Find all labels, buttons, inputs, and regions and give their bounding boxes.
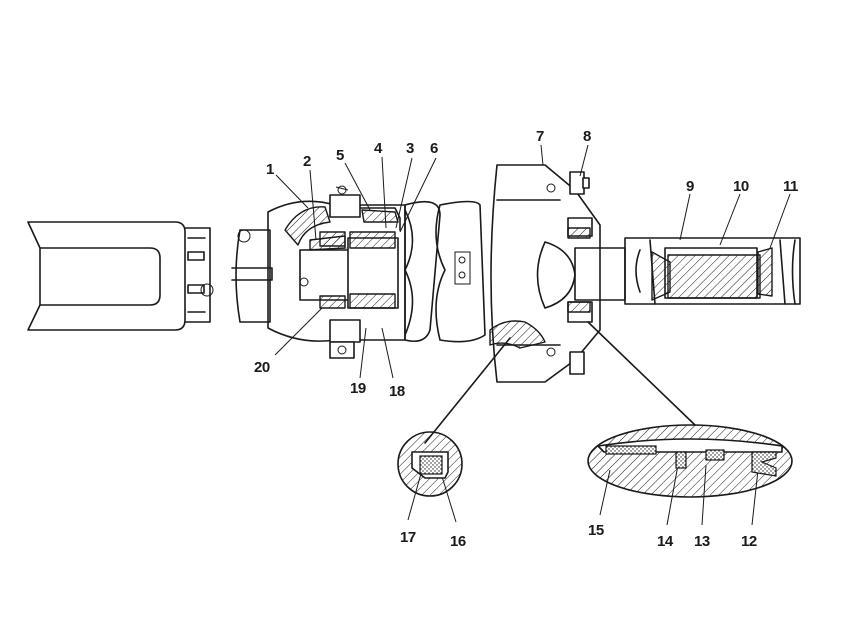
detail-ellipse-seals xyxy=(587,424,793,498)
callout-13: 13 xyxy=(694,533,710,550)
callout-19: 19 xyxy=(350,380,366,397)
coupling-disc-left xyxy=(404,200,441,343)
callout-7: 7 xyxy=(536,128,544,145)
callout-4: 4 xyxy=(374,140,383,157)
bearing-housing-left xyxy=(267,185,406,359)
callout-15: 15 xyxy=(588,522,604,539)
callout-8: 8 xyxy=(583,128,591,145)
universal-joint-cross xyxy=(231,229,273,323)
callout-9: 9 xyxy=(686,178,694,195)
output-shaft xyxy=(574,237,801,305)
detail-circle-seal xyxy=(397,431,463,497)
coupling-disc-right xyxy=(435,200,486,343)
callout-2: 2 xyxy=(303,153,311,170)
callout-1: 1 xyxy=(266,161,274,178)
callout-labels: 1 2 3 4 5 6 7 8 9 10 11 12 13 14 15 16 1… xyxy=(254,128,799,550)
callout-16: 16 xyxy=(450,533,466,550)
callout-18: 18 xyxy=(389,383,405,400)
callout-20: 20 xyxy=(254,359,270,376)
callout-14: 14 xyxy=(657,533,674,550)
callout-6: 6 xyxy=(430,140,438,157)
flange-housing xyxy=(489,164,601,383)
callout-17: 17 xyxy=(400,529,416,546)
callout-12: 12 xyxy=(741,533,757,550)
callout-5: 5 xyxy=(336,147,344,164)
callout-11: 11 xyxy=(783,178,798,195)
callout-10: 10 xyxy=(733,178,749,195)
yoke-fork xyxy=(27,221,214,331)
callout-3: 3 xyxy=(406,140,414,157)
